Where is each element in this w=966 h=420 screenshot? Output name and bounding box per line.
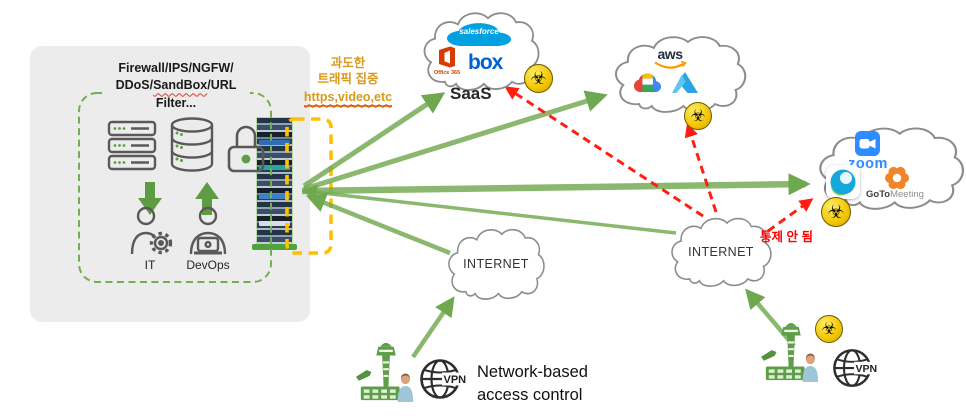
control-tower-icon (761, 322, 819, 382)
title-line2-post: /URL (207, 78, 237, 93)
firewall-filter-title: Firewall/IPS/NGFW/ DDoS/SandBox/URL Filt… (102, 60, 250, 112)
control-tower-icon (355, 342, 414, 403)
arrow-internet2-to-rack (301, 184, 677, 235)
biohazard-glyph: ☣ (530, 68, 547, 88)
lock-icon (227, 125, 265, 173)
saas-cloud: salesforce Office 365 box (421, 8, 541, 92)
devops-label: DevOps (186, 258, 230, 272)
aws-smile (654, 61, 687, 69)
server-icon (107, 120, 157, 171)
google-cloud-icon (634, 73, 661, 93)
zoom-icon (855, 131, 880, 156)
webex-icon (826, 165, 860, 199)
internet-cloud-2: INTERNET (669, 214, 773, 288)
biohazard-icon: ☣ (524, 64, 553, 93)
meeting-cloud: zoom GoToMeeting (816, 123, 966, 211)
salesforce-cloud-shape (447, 23, 511, 46)
webex-ball (830, 169, 856, 196)
aws-label: aws (657, 46, 683, 62)
database-icon (170, 117, 214, 172)
title-line1: Firewall/IPS/NGFW/ (118, 61, 234, 75)
vpn-globe-icon: VPN (420, 359, 467, 399)
arrow-vpn1-to-internet1 (411, 296, 455, 359)
gotomeeting-icon (885, 166, 909, 190)
vpn-globe-icon: VPN (833, 349, 877, 388)
title-line3: Filter... (155, 95, 197, 110)
arrow-rack-to-meeting (301, 173, 811, 196)
rack-unit (259, 194, 290, 199)
red-arrow-internet2-to-saas (504, 86, 704, 218)
vpn-label: VPN (444, 374, 467, 386)
gotomeeting-label: GoToMeeting (866, 189, 944, 200)
biohazard-icon: ☣ (815, 315, 843, 343)
arrow-vpn2-to-internet2 (745, 288, 796, 348)
traffic-note-line2: 트래픽 집중 (317, 71, 379, 86)
biohazard-glyph: ☣ (690, 106, 706, 125)
it-person-icon (130, 206, 173, 255)
iaas-cloud: aws (612, 32, 748, 114)
red-arrow-internet2-to-iaas (684, 123, 718, 213)
rack-base (252, 244, 297, 250)
orange-dashed-highlight (285, 117, 333, 255)
saas-label: SaaS (450, 84, 492, 103)
salesforce-label: salesforce (459, 27, 499, 36)
biohazard-icon: ☣ (821, 197, 851, 227)
it-label: IT (144, 258, 156, 272)
biohazard-icon: ☣ (684, 102, 712, 130)
arrow-rack-to-iaas (303, 90, 608, 192)
caption-line2: access control (477, 385, 583, 404)
biohazard-glyph: ☣ (827, 201, 845, 223)
rack-unit (259, 165, 290, 170)
internet-label: INTERNET (688, 245, 754, 259)
rack-unit (259, 221, 290, 226)
internet-cloud-1: INTERNET (446, 225, 546, 301)
title-line2-pre: DDoS/ (115, 78, 154, 93)
meeting-text: Meeting (890, 189, 924, 200)
office365-logo: Office 365 (432, 45, 462, 76)
traffic-note-protocols: https,video,etc (303, 90, 393, 108)
box-logo: box (468, 51, 503, 74)
goto-text: GoTo (866, 189, 891, 200)
up-arrow-icon (195, 182, 219, 215)
rack-unit (259, 140, 290, 145)
red-arrow-internet2-to-meeting (756, 198, 814, 241)
biohazard-glyph: ☣ (821, 319, 837, 338)
salesforce-logo: salesforce (447, 19, 511, 47)
arrow-internet1-to-rack (305, 193, 451, 256)
access-control-caption: Network-based access control (477, 361, 588, 407)
uncontrolled-warning-label: 통제 안 됨 (760, 230, 813, 244)
green-dashed-zone (78, 92, 272, 283)
down-arrow-icon (138, 182, 162, 215)
cloud-outline (671, 217, 772, 288)
vpn-label: VPN (855, 363, 877, 375)
arrow-rack-to-saas (302, 92, 446, 189)
office365-icon (439, 46, 455, 68)
aws-logo: aws (652, 47, 688, 70)
cloud-outline (448, 228, 545, 300)
caption-line1: Network-based (477, 363, 588, 381)
excessive-traffic-note: 과도한 트래픽 집중 https,video,etc (296, 56, 400, 108)
azure-icon (672, 72, 698, 93)
cloud-outline (614, 36, 747, 113)
box-label: box (468, 51, 503, 74)
title-sandbox-word: SandBox (153, 78, 208, 93)
office365-label: Office 365 (433, 70, 461, 76)
traffic-note-line1: 과도한 (330, 56, 366, 70)
devops-person-icon (189, 206, 227, 255)
internet-label: INTERNET (463, 257, 529, 271)
